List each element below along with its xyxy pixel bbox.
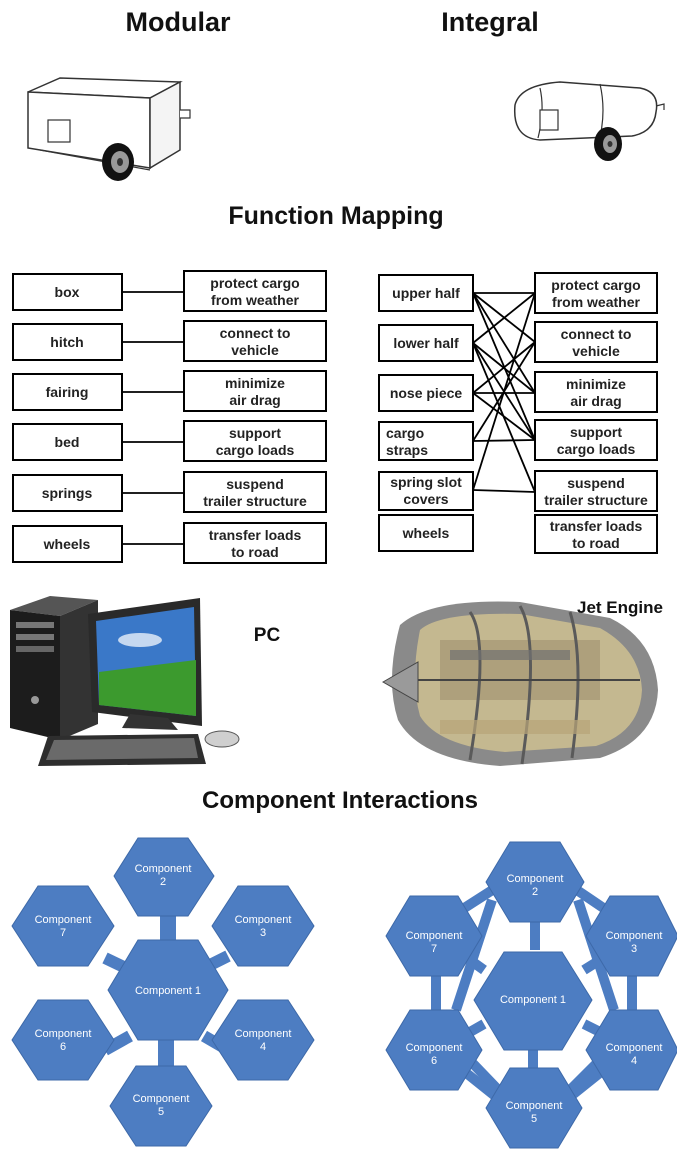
- function-mapping-title: Function Mapping: [228, 202, 443, 230]
- integral-function-line1: support: [570, 424, 622, 440]
- hex-label-line2: 3: [260, 927, 266, 939]
- integral-function-line2: air drag: [570, 393, 621, 409]
- modular-component: box: [55, 284, 80, 300]
- hex-label-line1: Component: [606, 1042, 663, 1054]
- pc-title: PC: [254, 625, 281, 646]
- modular-function-line1: connect to: [220, 325, 291, 341]
- modular-component: springs: [42, 485, 93, 501]
- hex-label-line1: Component: [606, 930, 663, 942]
- integral-function-line2: cargo loads: [557, 441, 636, 457]
- integral-component: upper half: [392, 285, 460, 301]
- modular-function-line2: trailer structure: [203, 493, 307, 509]
- hex-label-line1: Component: [35, 914, 92, 926]
- modular-function-line1: minimize: [225, 375, 285, 391]
- hex-label-line1: Component: [35, 1028, 92, 1040]
- integral-mapping: upper half lower half nose piece cargo s…: [378, 272, 658, 554]
- hex-label-line1: Component: [235, 1028, 292, 1040]
- modular-function-line1: transfer loads: [209, 527, 302, 543]
- integral-function-line1: minimize: [566, 376, 626, 392]
- integral-component-line2: covers: [403, 491, 448, 507]
- integral-function-line2: vehicle: [572, 343, 620, 359]
- modular-component: bed: [55, 434, 80, 450]
- hex-label-line1: Component: [406, 930, 463, 942]
- hex-label-line2: 6: [60, 1041, 66, 1053]
- hex-label: Component 1: [500, 994, 566, 1006]
- hex-label-line1: Component: [406, 1042, 463, 1054]
- integral-trailer-image: [513, 81, 665, 161]
- hex-label-line2: 5: [158, 1106, 164, 1118]
- modular-function-line2: vehicle: [231, 342, 279, 358]
- integral-title: Integral: [441, 7, 539, 37]
- hex-label-line2: 7: [60, 927, 66, 939]
- modular-function-line2: to road: [231, 544, 278, 560]
- hex-label-line1: Component: [506, 1100, 563, 1112]
- hex-label-line2: 7: [431, 943, 437, 955]
- integral-component-line1: spring slot: [390, 474, 462, 490]
- integral-function-line1: connect to: [561, 326, 632, 342]
- integral-component: wheels: [402, 525, 450, 541]
- modular-function-line1: support: [229, 425, 281, 441]
- modular-function-line1: protect cargo: [210, 275, 299, 291]
- integral-function-line1: suspend: [567, 475, 625, 491]
- modular-interaction-diagram: Component 1 Component 2 Component 7 Comp…: [11, 837, 315, 1147]
- hex-label-line2: 2: [160, 876, 166, 888]
- hex-label-line1: Component: [135, 863, 192, 875]
- modular-function-line2: cargo loads: [216, 442, 295, 458]
- integral-function-line2: from weather: [552, 294, 640, 310]
- component-interactions-title: Component Interactions: [202, 787, 478, 814]
- modular-trailer-image: [27, 77, 191, 181]
- hex-label-line2: 6: [431, 1055, 437, 1067]
- integral-component: lower half: [393, 335, 459, 351]
- integral-function-line2: to road: [572, 535, 619, 551]
- hex-label-line2: 2: [532, 886, 538, 898]
- modular-mapping: box hitch fairing bed springs wheels pro…: [12, 270, 327, 564]
- integral-function-line1: transfer loads: [550, 518, 643, 534]
- integral-component: nose piece: [390, 385, 463, 401]
- hex-label-line1: Component: [235, 914, 292, 926]
- hex-label-line2: 3: [631, 943, 637, 955]
- pc-image: [10, 596, 240, 766]
- integral-interaction-diagram: Component 1 Component 2 Component 7 Comp…: [385, 841, 677, 1149]
- modular-title: Modular: [126, 7, 231, 37]
- integral-function-line1: protect cargo: [551, 277, 640, 293]
- modular-component: hitch: [50, 334, 83, 350]
- modular-component: fairing: [46, 384, 89, 400]
- hex-label-line1: Component: [507, 873, 564, 885]
- modular-component: wheels: [43, 536, 91, 552]
- integral-function-line2: trailer structure: [544, 492, 648, 508]
- modular-function-line2: from weather: [211, 292, 299, 308]
- modular-function-line1: suspend: [226, 476, 284, 492]
- hex-label-line1: Component: [133, 1093, 190, 1105]
- integral-component-line1: cargo: [386, 425, 424, 441]
- jet-engine-title: Jet Engine: [577, 598, 663, 617]
- modular-function-line2: air drag: [229, 392, 280, 408]
- jet-engine-image: [381, 601, 658, 766]
- hex-label-line2: 4: [631, 1055, 637, 1067]
- hex-label-line2: 4: [260, 1041, 266, 1053]
- hex-label-line2: 5: [531, 1113, 537, 1125]
- hex-label: Component 1: [135, 985, 201, 997]
- integral-component-line2: straps: [386, 442, 428, 458]
